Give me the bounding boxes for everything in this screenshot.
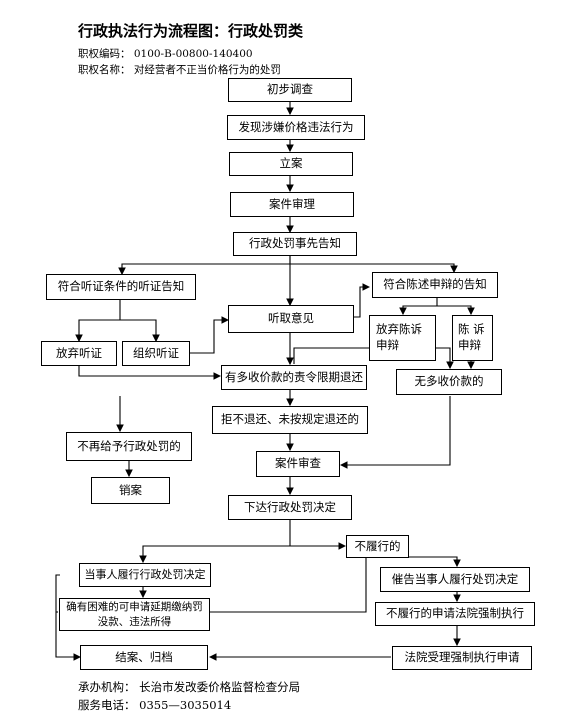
node-discover-violation: 发现涉嫌价格违法行为	[227, 115, 365, 140]
node-court-enforcement: 不履行的申请法院强制执行	[375, 602, 535, 626]
node-refuse-refund: 拒不退还、未按规定退还的	[212, 406, 368, 434]
node-case-examination: 案件审查	[256, 451, 340, 477]
node-not-performed: 不履行的	[346, 535, 409, 558]
node-party-performs: 当事人履行行政处罚决定	[79, 563, 211, 587]
phone-line: 服务电话： 0355—3035014	[78, 698, 232, 712]
authority-code: 职权编码： 0100-B-00800-140400	[78, 48, 253, 60]
node-prior-notice: 行政处罚事先告知	[233, 232, 357, 256]
node-urge-party: 催告当事人履行处罚决定	[380, 567, 530, 592]
node-no-penalty: 不再给予行政处罚的	[66, 432, 192, 461]
node-issue-decision: 下达行政处罚决定	[228, 495, 352, 520]
node-no-overcharge: 无多收价款的	[396, 369, 502, 395]
node-close-case: 结案、归档	[80, 645, 208, 670]
node-refund-order: 有多收价款的责令限期退还	[221, 365, 367, 390]
node-statement-defense: 陈 诉申辩	[452, 315, 493, 361]
node-hearing-notice: 符合听证条件的听证告知	[46, 274, 196, 300]
node-initial-investigation: 初步调查	[228, 78, 352, 102]
page-title: 行政执法行为流程图：行政处罚类	[78, 22, 304, 40]
node-waive-hearing: 放弃听证	[41, 341, 117, 366]
node-hardship: 确有困难的可申请延期缴纳罚没款、违法所得	[59, 598, 210, 631]
node-case-review: 案件审理	[230, 192, 354, 217]
agency-line: 承办机构： 长治市发改委价格监督检查分局	[78, 680, 301, 694]
node-statement-notice: 符合陈述申辩的告知	[372, 272, 498, 298]
node-hear-opinions: 听取意见	[228, 305, 354, 333]
node-waive-statement: 放弃陈诉申辩	[369, 315, 436, 361]
node-court-accepts: 法院受理强制执行申请	[392, 646, 532, 670]
authority-name: 职权名称： 对经营者不正当价格行为的处罚	[78, 64, 281, 76]
node-organize-hearing: 组织听证	[122, 341, 190, 366]
node-file-case: 立案	[229, 152, 353, 176]
node-cancel-case: 销案	[91, 477, 170, 504]
